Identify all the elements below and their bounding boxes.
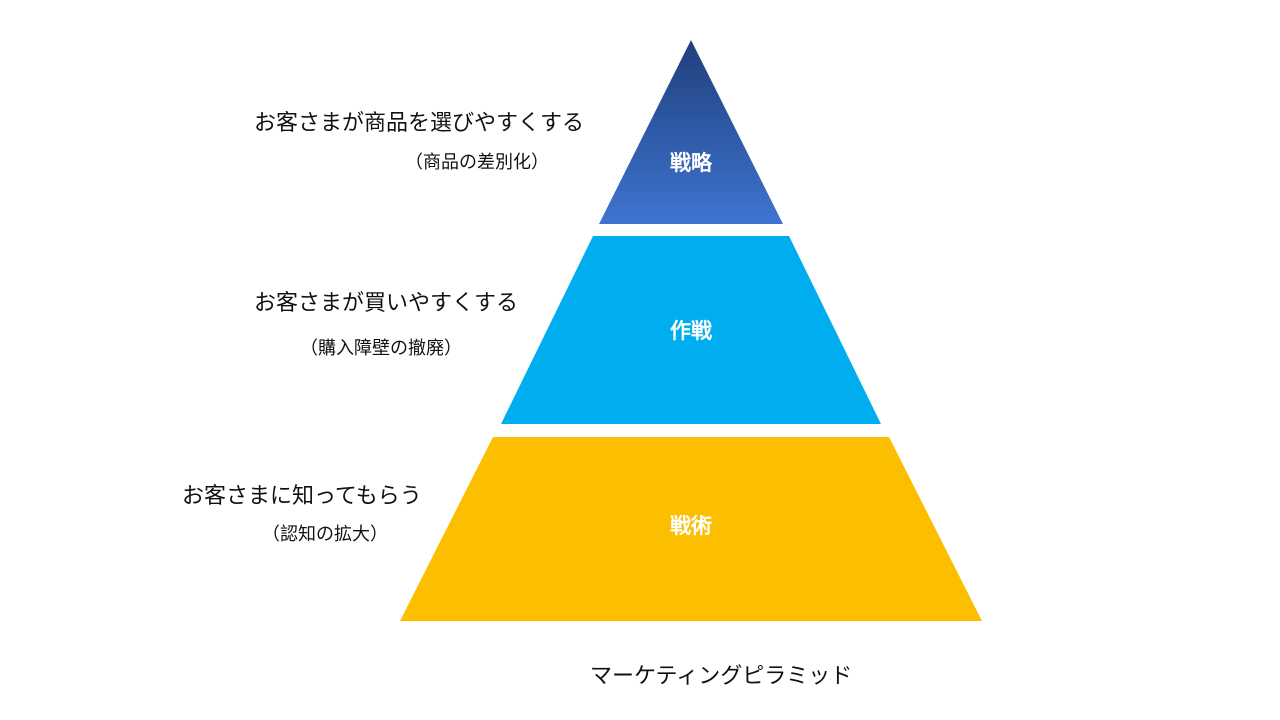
tier-detail-top: （商品の差別化）: [405, 152, 549, 173]
pyramid-tier-top: [599, 40, 783, 224]
tier-description-bottom: お客さまに知ってもらう: [182, 484, 422, 509]
tier-label-top: 戦略: [670, 151, 713, 175]
diagram-title: マーケティングピラミッド: [590, 664, 853, 689]
tier-detail-bottom: （認知の拡大）: [262, 524, 388, 545]
tier-description-top: お客さまが商品を選びやすくする: [254, 111, 585, 136]
pyramid-tier-middle: [501, 236, 881, 424]
tier-detail-middle: （購入障壁の撤廃）: [300, 338, 462, 359]
tier-label-bottom: 戦術: [670, 514, 712, 538]
tier-label-middle: 作戦: [670, 319, 712, 343]
pyramid-tier-bottom: [400, 437, 982, 621]
tier-description-middle: お客さまが買いやすくする: [254, 291, 519, 316]
